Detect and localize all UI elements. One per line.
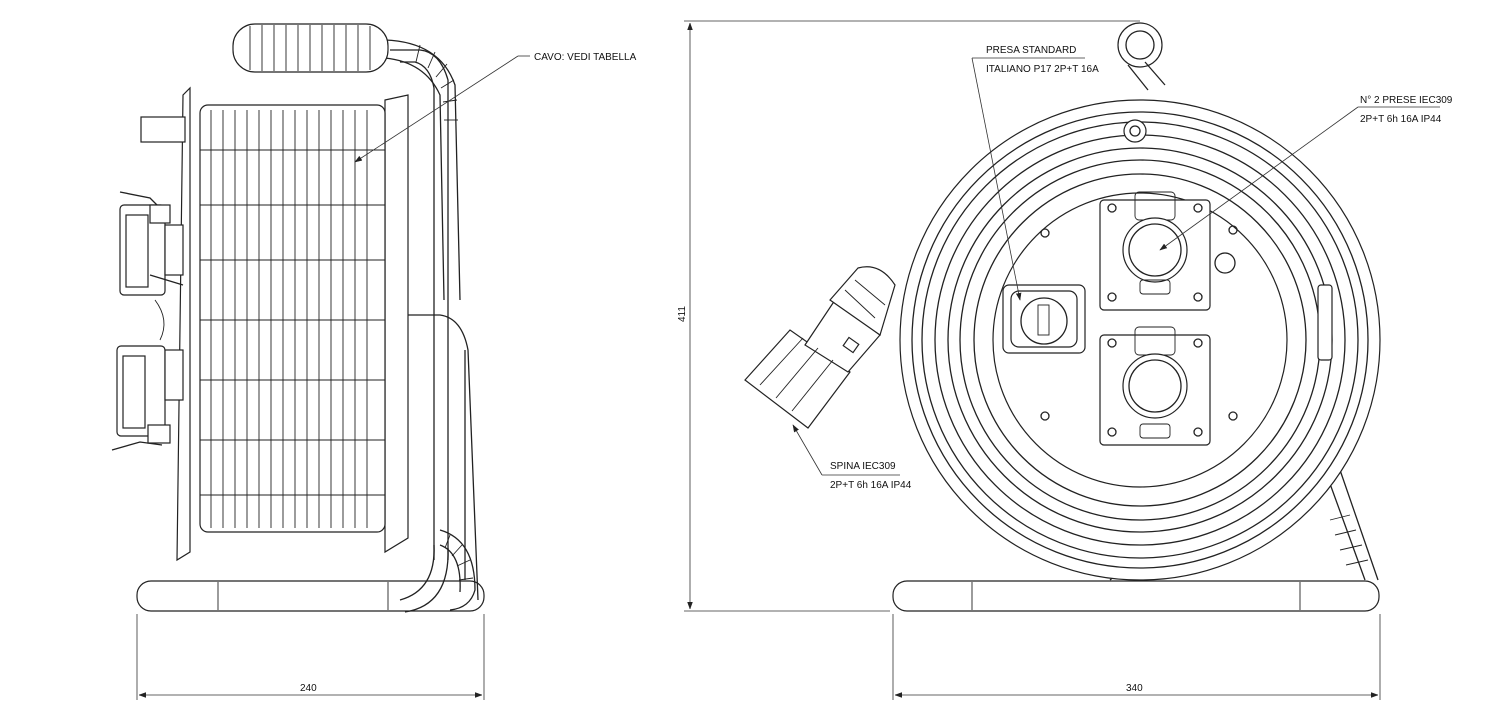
standard-socket-callout-line1: PRESA STANDARD [986,45,1076,56]
iec-socket-bottom [1099,326,1211,446]
side-view: CAVO: VEDI TABELLA 240 [111,23,637,700]
side-cable-hose [384,39,476,611]
iec-sockets-leader [1160,106,1359,250]
front-base [892,580,1380,612]
plug-callout-line2: 2P+T 6h 16A IP44 [830,480,912,491]
side-left-flange [176,86,191,562]
plug-callout-line1: SPINA IEC309 [830,461,896,472]
iec-sockets-callout-line2: 2P+T 6h 16A IP44 [1360,114,1442,125]
side-cable-coil-texture [200,110,385,528]
side-iec-socket-top [119,191,184,296]
plug-leader [793,425,823,476]
iec-sockets-callout-line1: N° 2 PRESE IEC309 [1360,95,1453,106]
iec-plug [744,266,896,429]
cable-callout-leader [355,55,519,162]
side-right-flange [384,94,409,554]
side-base [136,580,485,612]
front-width-dimension: 340 [1126,683,1143,694]
side-frame [390,49,479,613]
front-view: 411 [677,20,1453,700]
front-handle [1117,22,1163,68]
side-width-dimension: 240 [300,683,317,694]
side-handle-grip [232,23,389,73]
iec-socket-top [1099,191,1211,311]
height-dimension: 411 [677,306,688,322]
cable-callout: CAVO: VEDI TABELLA [534,52,637,63]
side-cable-coil [199,104,386,533]
side-iec-socket-bottom [111,299,184,451]
standard-socket-leader [971,57,1020,300]
italian-standard-socket [1002,284,1086,354]
standard-socket-callout-line2: ITALIANO P17 2P+T 16A [986,64,1099,75]
